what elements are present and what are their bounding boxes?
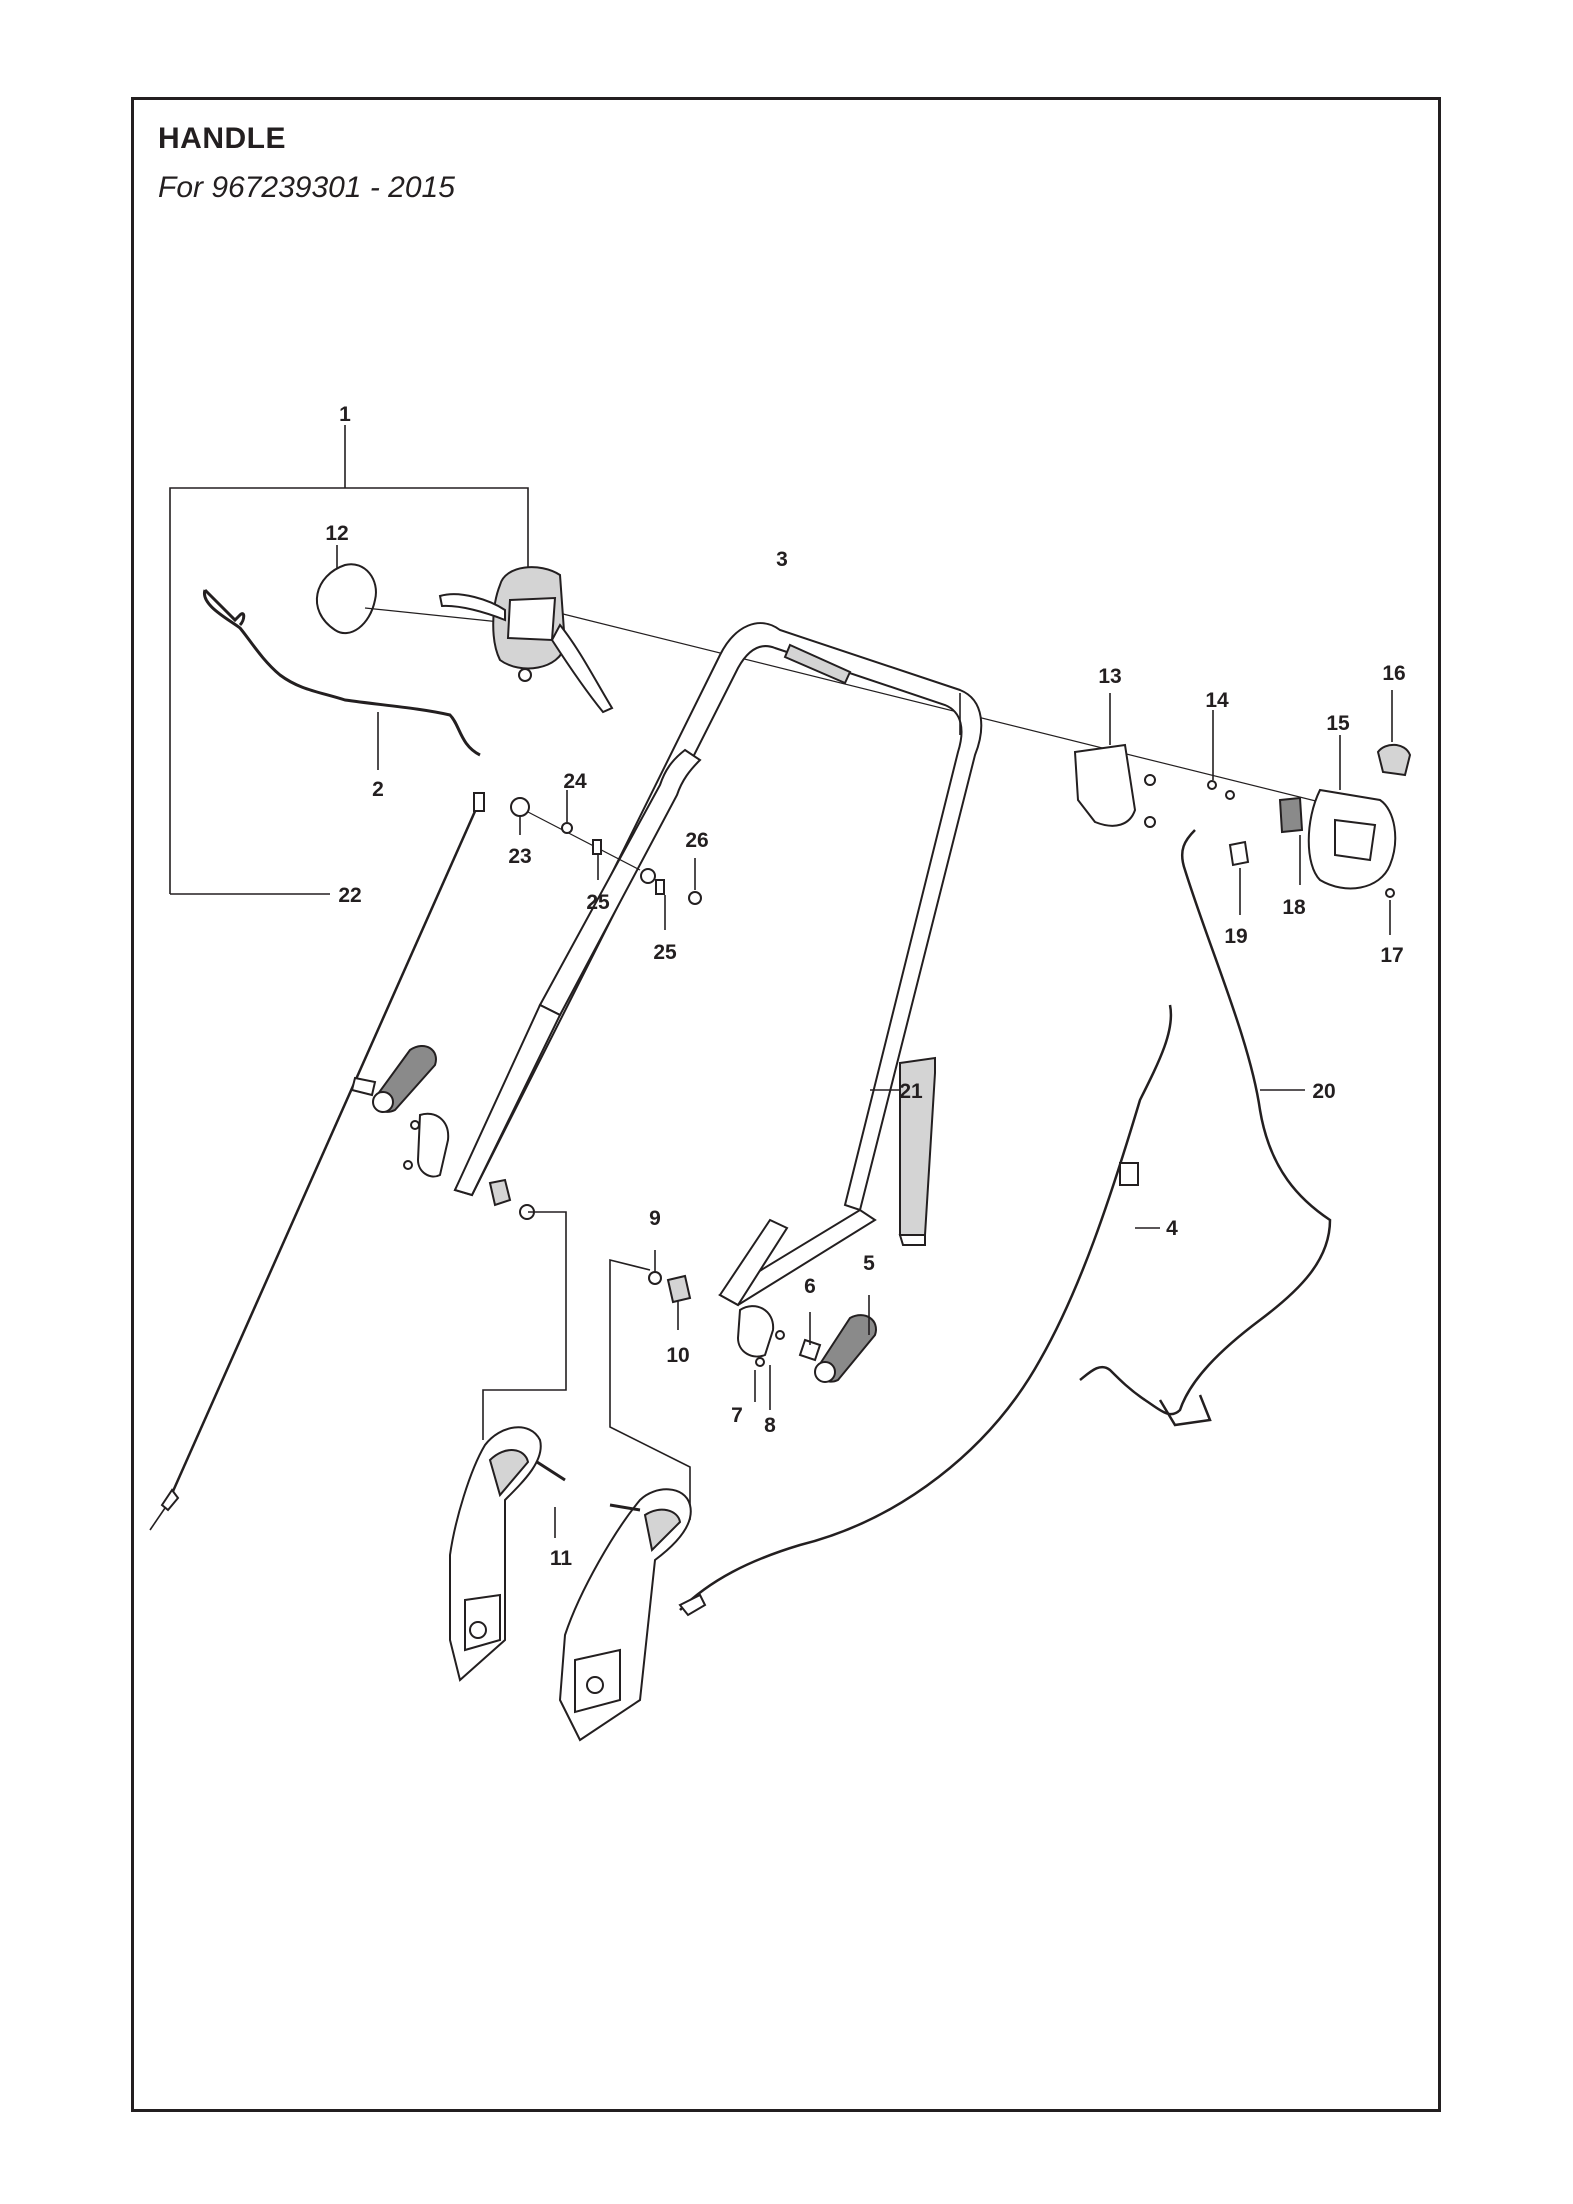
callout-4: 4 [1166, 1217, 1178, 1240]
part-22-cable [149, 792, 485, 1531]
part-18-switch [1278, 796, 1304, 834]
connector-right [609, 1258, 691, 1520]
part-11-bracket-left [449, 1426, 542, 1682]
leader-lines [336, 545, 1393, 1538]
part-21-pad [899, 1056, 936, 1236]
callout-7: 7 [731, 1404, 743, 1427]
part-19-connector [1228, 840, 1250, 867]
part-11-bolt-right [609, 1503, 641, 1512]
callout-8: 8 [764, 1414, 776, 1437]
part-13-bracket [1073, 743, 1156, 828]
callout-26: 26 [685, 829, 708, 852]
callout-20: 20 [1312, 1080, 1335, 1103]
page-title: HANDLE [158, 122, 286, 155]
connector-left [482, 1211, 567, 1440]
callout-2: 2 [372, 778, 384, 801]
callout-22: 22 [338, 884, 361, 907]
part-4-cable [678, 1004, 1173, 1617]
right-pivot-assembly [648, 1271, 877, 1383]
callout-3: 3 [776, 548, 788, 571]
callout-16: 16 [1382, 662, 1405, 685]
callout-15: 15 [1326, 712, 1350, 735]
part-2-bail [203, 589, 481, 757]
part-11-bracket-right [558, 1488, 692, 1742]
callout-18: 18 [1282, 896, 1306, 919]
diagram-frame [131, 97, 1441, 2112]
lower-handle-left [453, 748, 702, 1197]
callout-6: 6 [804, 1275, 816, 1298]
left-pivot-assembly [350, 1045, 535, 1220]
callout-labels: 1 2 3 4 5 6 7 8 9 10 11 12 13 14 15 16 1… [325, 403, 1405, 1570]
callout-23: 23 [508, 845, 531, 868]
part-11-bolt-left [536, 1460, 566, 1482]
callout-1: 1 [339, 403, 351, 426]
hardware-23-26 [510, 797, 702, 905]
callout-12: 12 [325, 522, 348, 545]
page-subtitle: For 967239301 - 2015 [158, 171, 455, 204]
callout-25b: 25 [653, 941, 677, 964]
part-14-15-bracket [1207, 780, 1397, 890]
callout-9: 9 [649, 1207, 661, 1230]
callout-19: 19 [1224, 925, 1247, 948]
part-17-screw [1385, 888, 1395, 898]
part-3-handle [453, 622, 983, 1212]
callout-24: 24 [563, 770, 587, 793]
callout-14: 14 [1205, 689, 1229, 712]
callout-21: 21 [899, 1080, 923, 1103]
part-12-cover [316, 563, 377, 635]
callout-10: 10 [666, 1344, 689, 1367]
callout-11: 11 [550, 1547, 573, 1570]
lower-handle-right [718, 1208, 877, 1307]
callout-25a: 25 [586, 891, 610, 914]
part-16-knob [1376, 743, 1412, 777]
part-20-wire-harness [1079, 829, 1332, 1416]
callout-13: 13 [1098, 665, 1121, 688]
part-1-control-box [438, 566, 614, 714]
callout-17: 17 [1380, 944, 1403, 967]
callout-5: 5 [863, 1252, 875, 1275]
group-bracket [169, 425, 529, 895]
